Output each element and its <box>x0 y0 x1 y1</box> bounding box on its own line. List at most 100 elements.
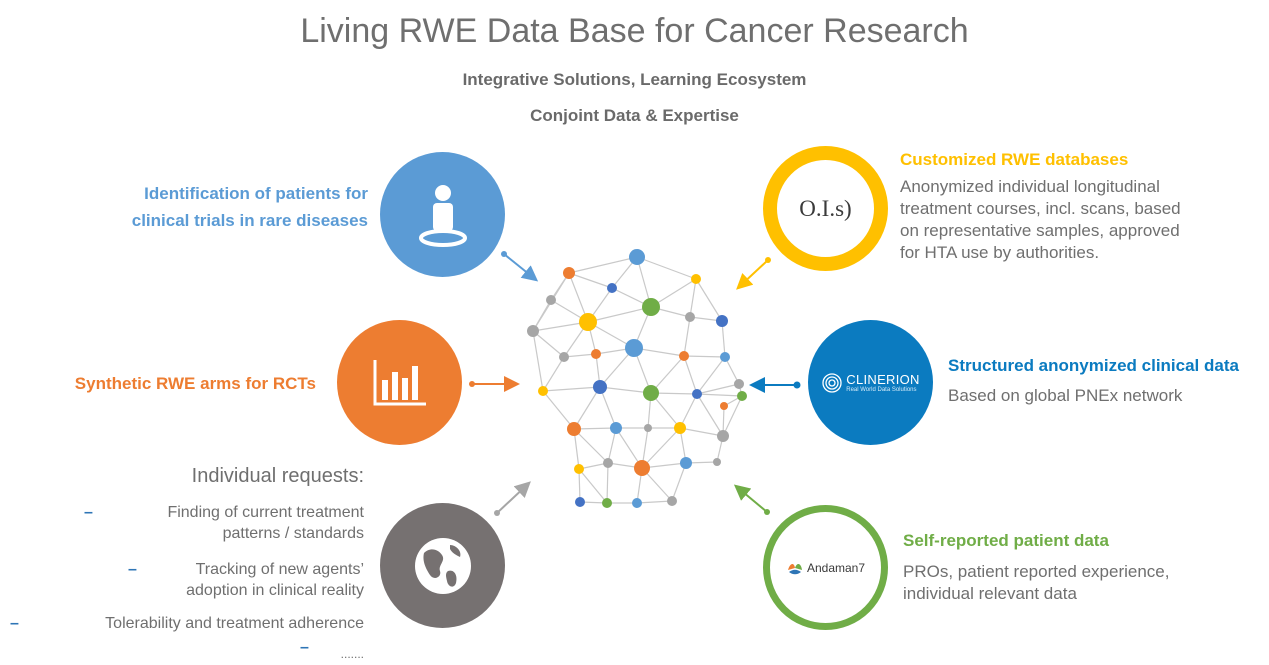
network-node <box>667 496 677 506</box>
network-node <box>575 497 585 507</box>
network-node <box>679 351 689 361</box>
network-node <box>692 389 702 399</box>
request-item-tolerability: – Tolerability and treatment adherence <box>0 613 364 634</box>
andaman7-logo-circle: Andaman7 <box>763 505 888 630</box>
ois-logo-text: O.I.s) <box>799 195 852 221</box>
clinerion-swirl-icon <box>822 372 842 393</box>
network-node <box>563 267 575 279</box>
network-edge <box>696 356 726 395</box>
arrow-synthetic <box>469 376 520 392</box>
customized-rwe-line: Anonymized individual longitudinal <box>900 177 1160 196</box>
arrow-customized <box>736 257 771 290</box>
network-node <box>685 312 695 322</box>
andaman7-logo-icon <box>787 563 802 574</box>
network-node <box>643 385 659 401</box>
page-title: Living RWE Data Base for Cancer Research <box>300 12 969 50</box>
network-node <box>527 325 539 337</box>
network-edge <box>689 278 697 318</box>
andaman7-logo: Andaman7 <box>786 560 865 576</box>
arrow-individual <box>494 481 531 516</box>
network-node <box>625 339 643 357</box>
bar-chart-icon <box>373 359 426 405</box>
network-edge <box>532 330 565 358</box>
network-node <box>546 295 556 305</box>
network-edge <box>683 316 691 357</box>
network-node <box>538 386 548 396</box>
network-node <box>602 498 612 508</box>
clinerion-logo-tagline: Real World Data Solutions <box>846 387 917 393</box>
request-item-treatment: –Finding of current treatment patterns /… <box>60 502 364 544</box>
network-edge <box>573 386 601 430</box>
subtitle-ecosystem: Integrative Solutions, Learning Ecosyste… <box>462 70 807 89</box>
request-item-line: adoption in clinical reality <box>186 582 364 599</box>
patient-identification-line1: Identification of patients for <box>144 184 368 203</box>
self-reported-line: individual relevant data <box>903 584 1077 603</box>
network-node <box>720 352 730 362</box>
request-item-line: patterns / standards <box>222 525 364 542</box>
network-edge <box>683 355 726 358</box>
clinerion-logo: CLINERION Real World Data Solutions <box>821 372 920 394</box>
globe-icon <box>414 537 471 594</box>
network-edge <box>696 393 743 397</box>
network-node <box>591 349 601 359</box>
network-edge <box>696 393 724 437</box>
network-edge <box>568 272 613 289</box>
structured-data-heading: Structured anonymized clinical data <box>948 356 1239 375</box>
network-node <box>567 422 581 436</box>
network-node <box>737 391 747 401</box>
individual-requests-block: Individual requests: <box>0 465 364 496</box>
dash-bullet: – <box>128 561 137 578</box>
network-node <box>716 315 728 327</box>
network-edge <box>542 386 601 392</box>
network-node <box>559 352 569 362</box>
network-edge <box>679 427 724 437</box>
dash-bullet: – <box>300 639 309 656</box>
network-node <box>579 313 597 331</box>
network-node <box>629 249 645 265</box>
request-item-line: ....... <box>340 647 364 661</box>
request-item-line: Tolerability and treatment adherence <box>105 615 364 632</box>
network-edge <box>578 468 581 503</box>
network-edge <box>542 356 565 392</box>
network-node <box>642 298 660 316</box>
structured-data-body: Based on global PNEx network <box>948 386 1183 405</box>
network-edge <box>636 256 697 280</box>
dash-bullet: – <box>84 504 93 521</box>
network-edge <box>650 355 685 394</box>
network-edge <box>606 462 609 504</box>
network-node <box>644 424 652 432</box>
network-node <box>720 402 728 410</box>
patient-identification-circle <box>380 152 505 277</box>
network-edge <box>573 428 609 464</box>
network-node <box>717 430 729 442</box>
ois-logo: O.I.s) <box>799 196 851 222</box>
network-edge <box>578 468 608 504</box>
network-edge <box>573 427 617 430</box>
network-node <box>607 283 617 293</box>
network-node <box>610 422 622 434</box>
self-reported-heading: Self-reported patient data <box>903 531 1109 550</box>
clinerion-logo-text: CLINERION <box>846 372 920 387</box>
patient-identification-line2: clinical trials in rare diseases <box>131 211 368 230</box>
customized-rwe-line: on representative samples, approved <box>900 221 1180 240</box>
network-edge <box>641 427 681 469</box>
network-edge <box>532 330 544 392</box>
network-edge <box>563 353 597 358</box>
network-edge <box>724 356 740 385</box>
network-node <box>713 458 721 466</box>
network-edge <box>679 393 698 429</box>
self-reported-line: PROs, patient reported experience, <box>903 562 1170 581</box>
network-node <box>603 458 613 468</box>
customized-rwe-heading: Customized RWE databases <box>900 150 1129 169</box>
arrow-identification <box>501 251 539 282</box>
network-node <box>674 422 686 434</box>
network-edge <box>671 462 687 502</box>
request-item-line: Tracking of new agents’ <box>195 561 364 578</box>
subtitle-expertise: Conjoint Data & Expertise <box>530 106 739 125</box>
patient-identification-label: Identification of patients for clinical … <box>90 180 368 234</box>
andaman7-logo-text: Andaman7 <box>806 560 866 575</box>
network-edge <box>599 386 652 394</box>
network-node <box>680 457 692 469</box>
network-edge <box>636 500 673 504</box>
